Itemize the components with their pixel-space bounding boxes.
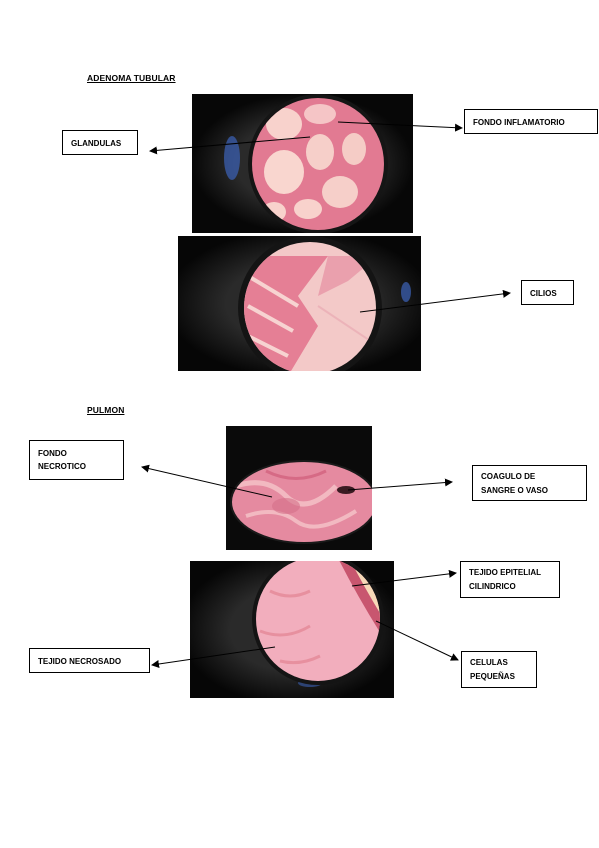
label-tejido-necrosado-text: TEJIDO NECROSADO: [38, 657, 122, 666]
label-fondo-necrotico-line2: NECROTICO: [38, 462, 86, 471]
label-coagulo-line1: COAGULO DE: [481, 472, 536, 481]
label-celulas-pequenas: CELULAS PEQUEÑAS: [461, 651, 537, 688]
label-glandulas-text: GLANDULAS: [71, 139, 122, 148]
label-celulas-line2: PEQUEÑAS: [470, 672, 515, 681]
label-glandulas: GLANDULAS: [62, 130, 138, 155]
label-tejido-necrosado: TEJIDO NECROSADO: [29, 648, 150, 673]
micrograph-adenoma-glands: [192, 94, 413, 233]
label-cilios: CILIOS: [521, 280, 574, 305]
label-tejido-epitelial-line1: TEJIDO EPITELIAL: [469, 568, 542, 577]
label-coagulo: COAGULO DE SANGRE O VASO: [472, 465, 587, 501]
section-heading-pulmon: PULMON: [87, 405, 125, 415]
label-tejido-epitelial: TEJIDO EPITELIAL CILINDRICO: [460, 561, 560, 598]
label-fondo-inflamatorio: FONDO INFLAMATORIO: [464, 109, 598, 134]
label-tejido-epitelial-line2: CILINDRICO: [469, 582, 516, 591]
label-celulas-line1: CELULAS: [470, 658, 508, 667]
label-fondo-necrotico-line1: FONDO: [38, 449, 67, 458]
section-heading-adenoma: ADENOMA TUBULAR: [87, 73, 176, 83]
micrograph-pulmon-necrotic: [226, 426, 372, 550]
label-coagulo-line2: SANGRE O VASO: [481, 486, 548, 495]
label-fondo-necrotico: FONDO NECROTICO: [29, 440, 124, 480]
micrograph-adenoma-cilia: [178, 236, 421, 371]
label-cilios-text: CILIOS: [530, 289, 557, 298]
label-fondo-inflamatorio-text: FONDO INFLAMATORIO: [473, 118, 565, 127]
micrograph-pulmon-epithelial: [190, 561, 394, 698]
